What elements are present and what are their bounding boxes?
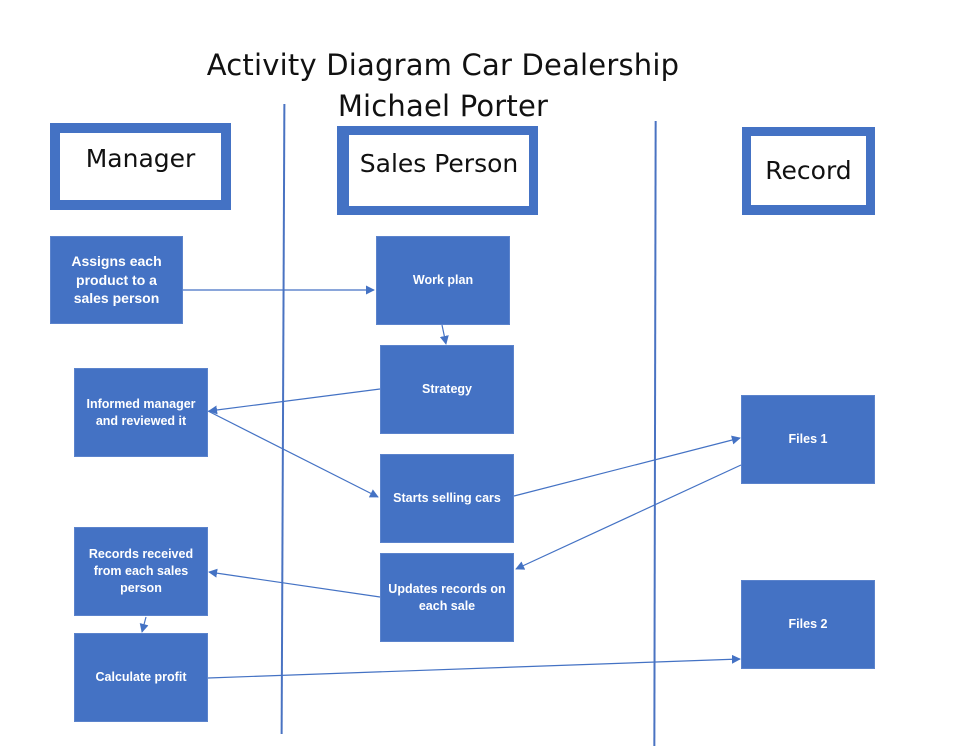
- activity-work-plan: Work plan: [376, 236, 510, 325]
- activity-calculate-profit: Calculate profit: [74, 633, 208, 722]
- lane-header-manager: Manager: [50, 123, 231, 210]
- diagram-title: Activity Diagram Car Dealership: [206, 48, 680, 82]
- arrow-selling-to-files1: [513, 435, 741, 497]
- arrow-workplan-to-strategy: [439, 324, 449, 345]
- arrow-records-to-calculate: [139, 616, 149, 633]
- activity-strategy: Strategy: [380, 345, 514, 434]
- activity-files-2: Files 2: [741, 580, 875, 669]
- arrow-informed-to-selling: [207, 410, 379, 498]
- arrow-updates-to-records: [208, 568, 381, 598]
- arrow-strategy-to-informed: [208, 388, 381, 415]
- activity-assigns-product: Assigns each product to a sales person: [50, 236, 183, 324]
- lane-header-sales-person: Sales Person: [337, 126, 538, 215]
- diagram-author: Michael Porter: [337, 89, 549, 123]
- activity-updates-records: Updates records on each sale: [380, 553, 514, 642]
- lane-header-record: Record: [742, 127, 875, 215]
- activity-starts-selling: Starts selling cars: [380, 454, 514, 543]
- activity-informed-manager: Informed manager and reviewed it: [74, 368, 208, 457]
- activity-files-1: Files 1: [741, 395, 875, 484]
- arrow-calculate-to-files2: [207, 654, 741, 679]
- arrow-files1-to-updates: [515, 464, 742, 570]
- activity-records-received: Records received from each sales person: [74, 527, 208, 616]
